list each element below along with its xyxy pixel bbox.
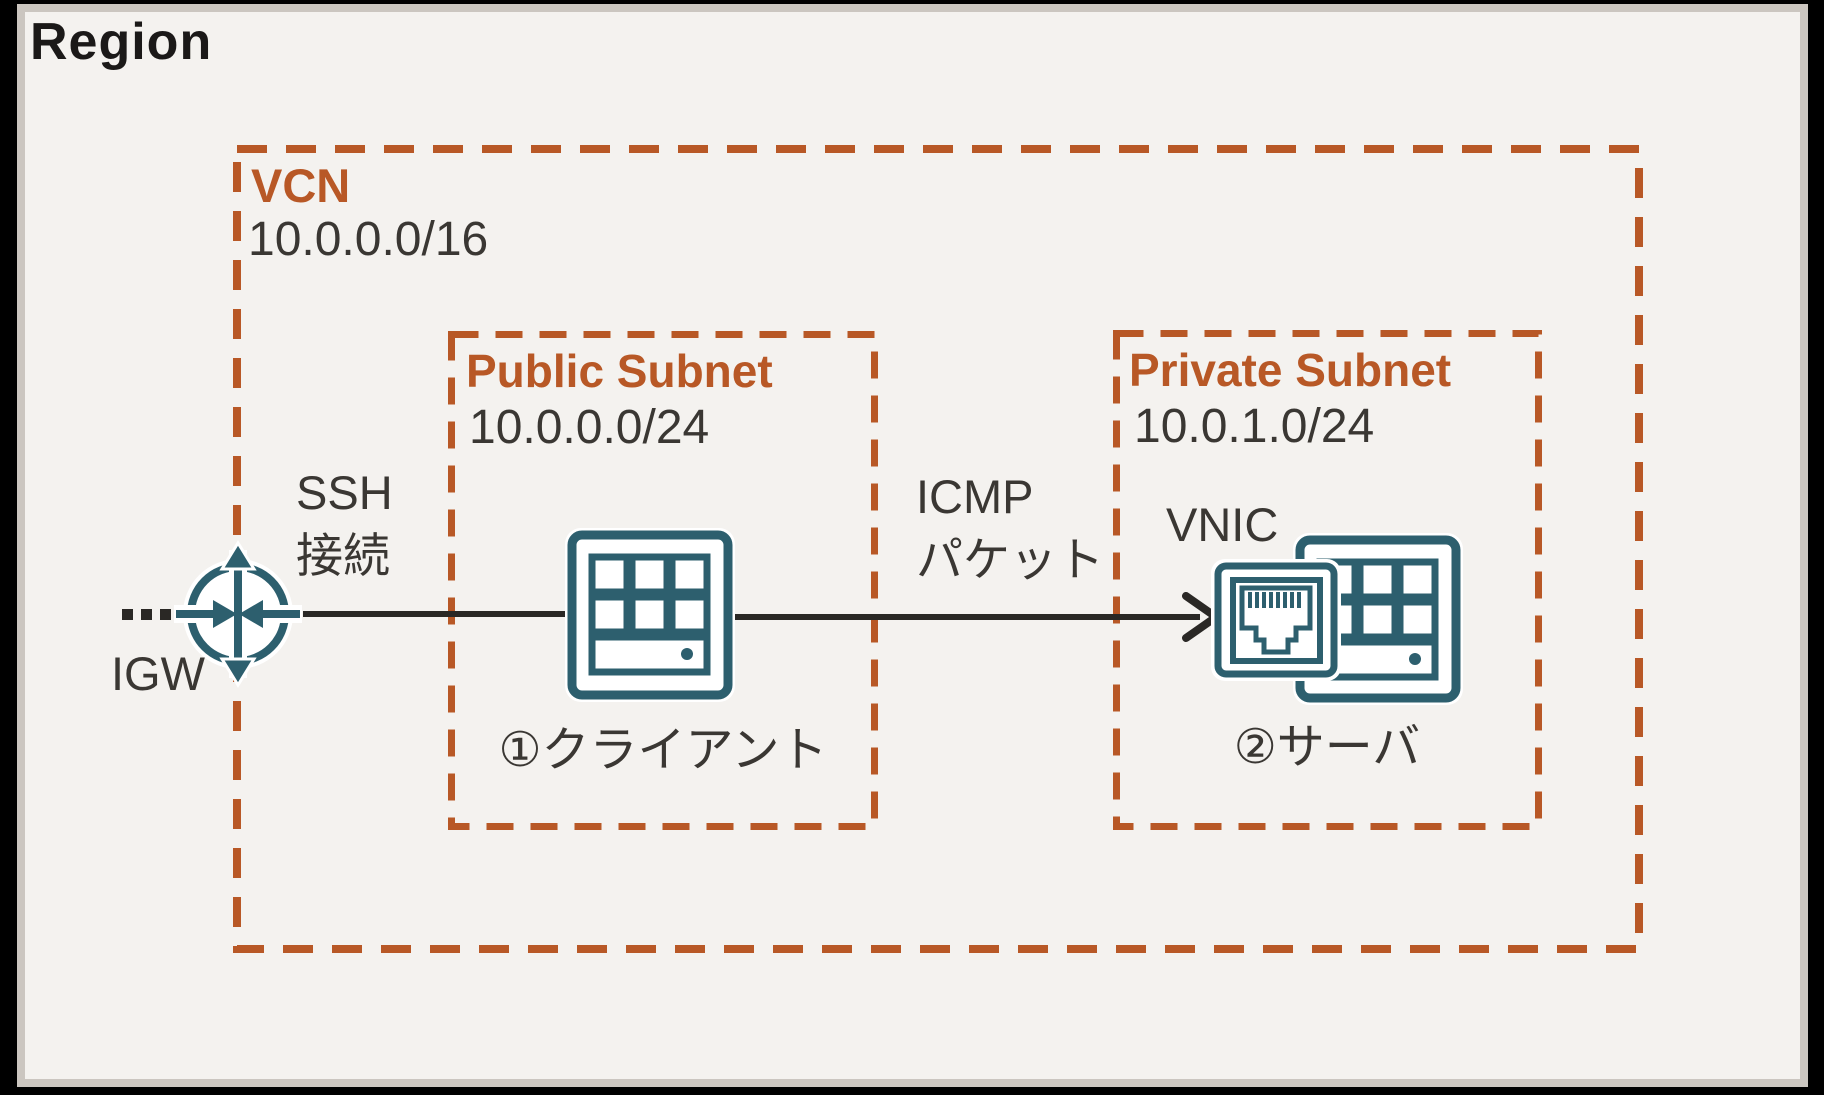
private-subnet-cidr: 10.0.1.0/24 xyxy=(1134,400,1375,453)
vcn-label: VCN xyxy=(251,159,351,212)
ssh-label-line1: SSH xyxy=(296,466,393,519)
server-node-label: ②サーバ xyxy=(1233,721,1421,774)
compute-instance-icon xyxy=(565,528,735,702)
client-node-label: ①クライアント xyxy=(498,724,828,777)
vcn-cidr: 10.0.0.0/16 xyxy=(248,213,489,266)
vcn-boundary xyxy=(233,145,1643,953)
region-container xyxy=(17,4,1808,1087)
region-label: Region xyxy=(30,13,213,71)
public-subnet-cidr: 10.0.0.0/24 xyxy=(469,401,710,454)
ssh-label-line2: 接続 xyxy=(296,528,390,582)
icmp-label-line2: パケット xyxy=(916,532,1104,586)
internet-gateway-icon xyxy=(174,540,302,688)
igw-label: IGW xyxy=(111,647,205,700)
internet-dots-icon xyxy=(122,609,171,620)
private-subnet-label: Private Subnet xyxy=(1129,344,1452,396)
ssh-connection-label: SSH 接続 xyxy=(296,462,393,587)
private-subnet-boundary xyxy=(1113,330,1542,830)
icmp-arrow-line xyxy=(734,592,1223,642)
icmp-packet-label: ICMP パケット xyxy=(916,466,1104,591)
icmp-label-line1: ICMP xyxy=(916,470,1034,523)
public-subnet-label: Public Subnet xyxy=(466,345,773,397)
public-subnet-boundary xyxy=(448,331,878,830)
vnic-icon xyxy=(1211,559,1341,681)
vnic-label: VNIC xyxy=(1166,498,1279,551)
